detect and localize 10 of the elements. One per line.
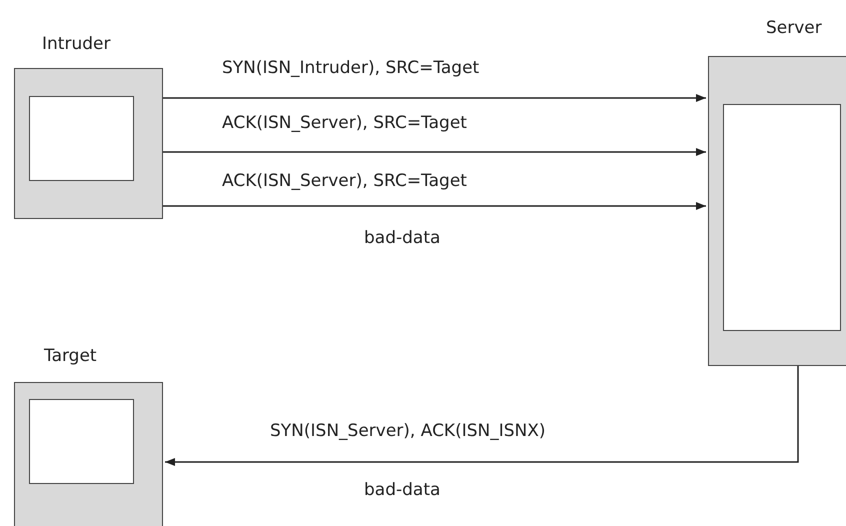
edge-label: SYN(ISN_Intruder), SRC=Taget (220, 58, 482, 78)
edge-label: ACK(ISN_Server), SRC=Taget (220, 171, 469, 191)
arrow (163, 94, 706, 102)
node-heading: Server (766, 18, 822, 38)
node-heading: Target (44, 346, 97, 366)
arrow (163, 148, 706, 156)
node-heading: Intruder (42, 34, 110, 54)
arrow (165, 366, 799, 466)
arrow (163, 202, 706, 210)
edge-label: ACK(ISN_Server), SRC=Taget (220, 113, 469, 133)
